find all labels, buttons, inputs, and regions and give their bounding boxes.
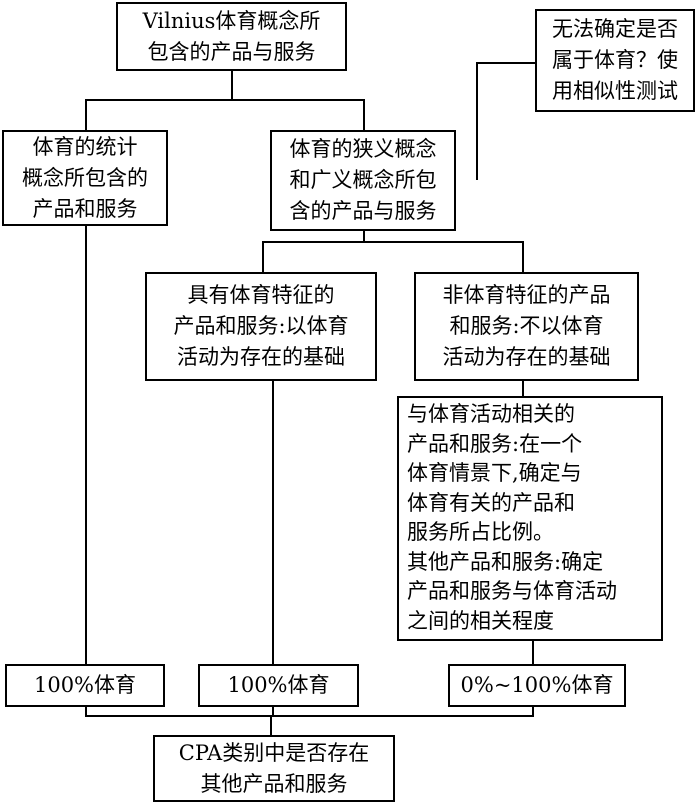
node-text: 体育的统计: [32, 134, 138, 159]
node-text: 之间的相关程度: [407, 608, 554, 633]
node-text: 100%体育: [227, 673, 330, 697]
connector: [85, 99, 87, 132]
connector: [532, 706, 534, 716]
node-text: 概念所包含的: [22, 165, 148, 190]
node-text: Vilnius体育概念所: [142, 8, 321, 33]
connector: [262, 241, 524, 243]
node-text: 产品和服务: [32, 196, 138, 221]
node-text: 包含的产品与服务: [147, 39, 316, 64]
cpa-node: CPA类别中是否存在其他产品和服务: [153, 735, 395, 802]
uncertain-node: 无法确定是否属于体育？使用相似性测试: [535, 9, 695, 112]
node-text: 和服务:不以体育: [449, 314, 604, 338]
node-text: 体育的狭义概念: [289, 137, 437, 161]
pct-left-node: 100%体育: [5, 664, 165, 707]
narrow-broad-concept-node: 体育的狭义概念和广义概念所包含的产品与服务: [270, 130, 456, 231]
node-text: 体育有关的产品和: [407, 490, 575, 515]
node-text: 活动为存在的基础: [442, 345, 611, 369]
node-text: 与体育活动相关的: [407, 402, 575, 426]
node-text: 0%~100%体育: [460, 673, 614, 697]
connector: [85, 225, 87, 665]
node-text: 产品和服务:以体育: [173, 314, 349, 338]
connector: [85, 715, 534, 717]
node-text: 用相似性测试: [552, 79, 678, 103]
node-text: 和广义概念所包: [289, 168, 437, 192]
node-text: 100%体育: [33, 673, 137, 697]
sports-features-node: 具有体育特征的产品和服务:以体育活动为存在的基础: [145, 272, 377, 381]
node-text: 非体育特征的产品: [442, 283, 611, 307]
node-text: 产品和服务:在一个: [407, 431, 583, 456]
connector: [522, 241, 524, 273]
connector: [85, 706, 87, 716]
connector: [272, 706, 274, 716]
statistical-concept-node: 体育的统计概念所包含的产品和服务: [2, 130, 168, 226]
node-text: 体育情景下,确定与: [407, 461, 582, 485]
connector: [231, 70, 233, 100]
node-text: 含的产品与服务: [289, 199, 437, 223]
node-text: 具有体育特征的: [187, 283, 335, 307]
node-text: 其他产品和服务: [200, 771, 348, 796]
node-text: 属于体育？使: [552, 48, 678, 72]
node-text: CPA类别中是否存在: [178, 740, 370, 765]
node-text: 无法确定是否: [552, 17, 678, 41]
root-node: Vilnius体育概念所包含的产品与服务: [116, 2, 347, 71]
connector: [270, 715, 272, 737]
non-sports-features-node: 非体育特征的产品和服务:不以体育活动为存在的基础: [414, 272, 639, 381]
connector: [85, 99, 365, 101]
pct-middle-node: 100%体育: [198, 664, 359, 707]
node-text: 产品和服务与体育活动: [407, 579, 617, 603]
node-text: 活动为存在的基础: [176, 345, 345, 369]
related-products-node: 与体育活动相关的 产品和服务:在一个 体育情景下,确定与 体育有关的产品和 服务…: [397, 396, 663, 641]
connector: [363, 229, 365, 242]
connector: [532, 640, 534, 665]
connector: [262, 241, 264, 273]
pct-right-node: 0%~100%体育: [448, 664, 626, 707]
connector: [522, 380, 524, 397]
connector: [363, 99, 365, 132]
node-text: 其他产品和服务:确定: [407, 549, 604, 574]
node-text: 服务所占比例。: [407, 520, 554, 544]
connector: [272, 380, 274, 665]
connector: [476, 62, 478, 180]
connector: [476, 62, 536, 64]
